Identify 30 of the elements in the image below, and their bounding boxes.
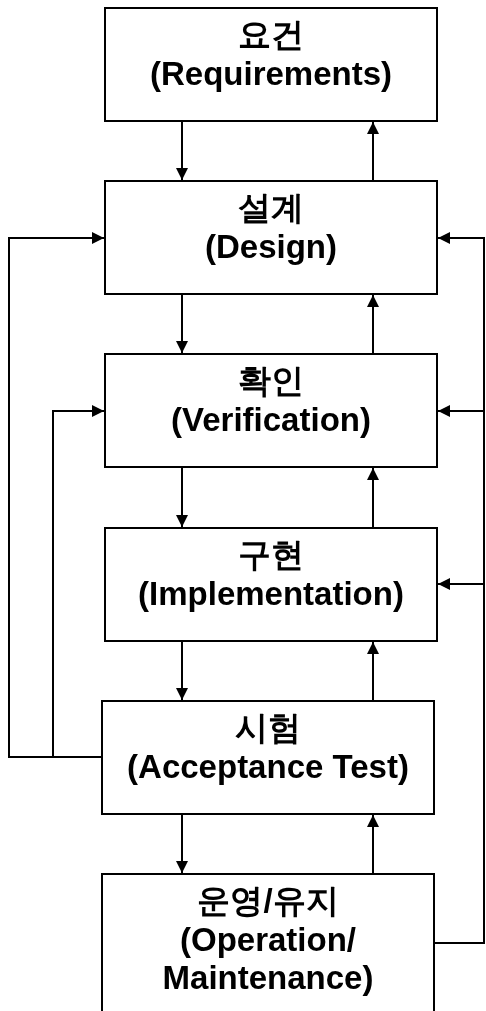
arrow xyxy=(8,232,105,758)
stage-subtitle: (Verification) xyxy=(171,401,371,439)
process-box xyxy=(104,180,438,295)
stage-title: 시험 xyxy=(235,708,301,748)
stage-subtitle: (Acceptance Test) xyxy=(127,748,409,786)
process-box xyxy=(101,873,435,1011)
arrow xyxy=(367,641,379,701)
arrow xyxy=(367,814,379,874)
stage-subtitle: (Implementation) xyxy=(138,575,404,613)
stage-title: 구현 xyxy=(238,535,304,575)
arrow xyxy=(176,121,188,181)
arrow xyxy=(367,467,379,528)
stage-subtitle: (Design) xyxy=(205,228,337,266)
stage-subtitle: (Requirements) xyxy=(149,55,392,93)
arrow xyxy=(52,405,105,758)
stage-title: 운영/유지 xyxy=(197,881,339,921)
stage-title: 설계 xyxy=(238,188,304,228)
process-box xyxy=(101,700,435,815)
arrow xyxy=(176,814,188,874)
stage-subtitle: (Operation/ Maintenance) xyxy=(161,921,375,997)
arrow xyxy=(176,641,188,701)
stage-title: 확인 xyxy=(238,361,304,401)
arrow xyxy=(176,294,188,354)
stage-title: 요건 xyxy=(238,15,304,55)
arrow xyxy=(176,467,188,528)
process-box xyxy=(104,527,438,642)
arrow xyxy=(367,294,379,354)
arrow xyxy=(367,121,379,181)
process-box xyxy=(104,7,438,122)
process-box xyxy=(104,353,438,468)
